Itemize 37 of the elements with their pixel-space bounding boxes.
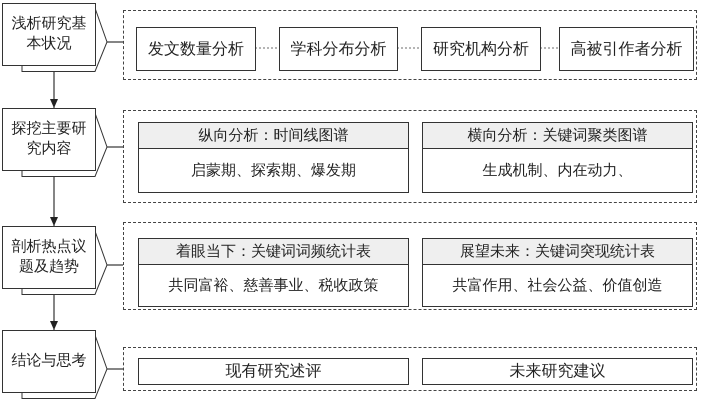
header-band: 着眼当下：关键词词频统计表: [139, 239, 408, 265]
chevron-box: [2, 330, 108, 400]
box-label: 探挖主要研究内容: [10, 119, 88, 159]
box-label: 剖析热点议题及趋势: [10, 238, 88, 277]
header-band: 展望未来：关键词突现统计表: [423, 239, 692, 265]
body-text: 生成机制、内在动力、: [482, 162, 634, 180]
chevron-box: [2, 3, 108, 73]
table-box: [422, 122, 693, 193]
connector-line: [107, 368, 123, 370]
analysis-box: 研究机构分析: [421, 27, 541, 71]
table-box: [138, 238, 409, 307]
arrow: [50, 72, 58, 108]
chevron-box: [2, 108, 108, 178]
dashed-group: [123, 222, 697, 310]
header-band: 横向分析：关键词聚类图谱: [423, 123, 692, 149]
table-box: [138, 122, 409, 193]
header-band: 纵向分析：时间线图谱: [139, 123, 408, 149]
dashed-group: [123, 347, 697, 391]
analysis-box: 未来研究建议: [422, 358, 693, 385]
table-box: [422, 238, 693, 307]
body-text: 共富作用、社会公益、价值创造: [452, 276, 664, 296]
box-label: 浅析研究基本状况: [10, 14, 88, 54]
body-text: 共同富裕、慈善事业、税收政策: [168, 276, 380, 296]
arrow: [50, 177, 58, 226]
analysis-box: 现有研究述评: [138, 358, 409, 385]
connector-line: [107, 146, 123, 148]
dashed-group: [123, 110, 697, 203]
arrow: [50, 295, 58, 330]
connector-line: [107, 41, 123, 43]
body-text: 启蒙期、探索期、爆发期: [190, 161, 357, 180]
connector-line: [107, 264, 123, 266]
analysis-box: 学科分布分析: [279, 27, 398, 71]
box-label: 结论与思考: [10, 352, 88, 371]
chevron-box: [2, 226, 108, 296]
analysis-box: 发文数量分析: [136, 27, 256, 71]
dashed-group: [123, 10, 697, 80]
analysis-box: 高被引作者分析: [559, 27, 694, 71]
